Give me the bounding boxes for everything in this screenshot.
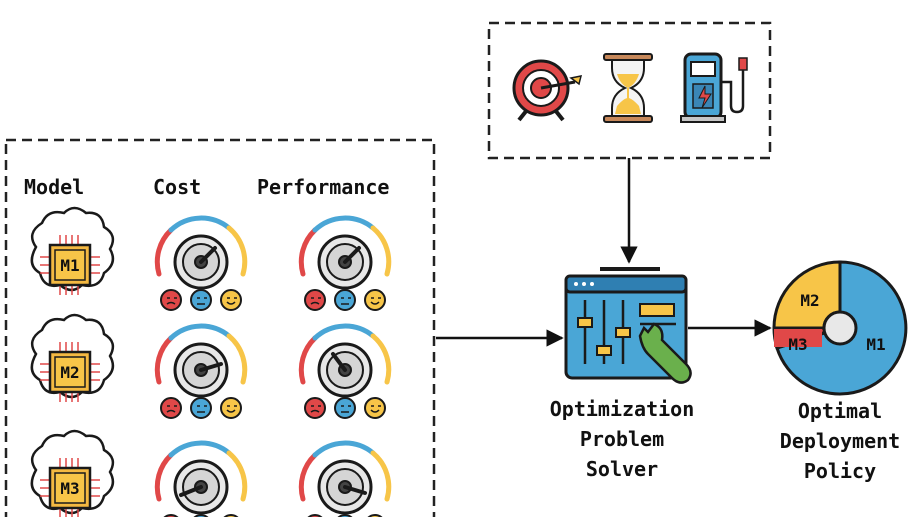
model-chip-label: M2 bbox=[60, 363, 79, 382]
solver-label-line3: Solver bbox=[586, 457, 658, 481]
policy-label-line2: Deployment bbox=[780, 429, 900, 453]
pie-slice-m2 bbox=[772, 260, 842, 330]
solver-label-line1: Optimization bbox=[550, 397, 695, 421]
cost-gauge-m2 bbox=[157, 326, 244, 418]
gauge-needle bbox=[331, 352, 347, 372]
performance-gauge-m2 bbox=[301, 326, 388, 418]
cost-column-header: Cost bbox=[153, 175, 201, 199]
gauge-needle bbox=[343, 485, 367, 495]
deployment-policy-pie: M2 M3 M1 bbox=[772, 260, 908, 396]
model-chip-label: M1 bbox=[60, 256, 79, 275]
target-icon bbox=[512, 59, 583, 122]
model-chip-m3: M3 bbox=[30, 429, 115, 517]
model-column-header: Model bbox=[24, 175, 84, 199]
pie-label-m1: M1 bbox=[866, 335, 885, 354]
gauge-needle bbox=[179, 485, 203, 497]
model-chip-m1: M1 bbox=[30, 206, 115, 297]
gauge-needle bbox=[199, 362, 223, 372]
solver-icon bbox=[564, 267, 692, 384]
model-chip-label: M3 bbox=[60, 479, 79, 498]
model-panel bbox=[4, 138, 436, 517]
performance-gauge-m3 bbox=[301, 443, 388, 517]
pie-label-m2: M2 bbox=[800, 291, 819, 310]
gauge-needle bbox=[199, 246, 217, 264]
model-chip-m2: M2 bbox=[30, 313, 115, 404]
gauge-needle bbox=[343, 246, 361, 264]
performance-gauge-m1 bbox=[301, 218, 388, 310]
hourglass-icon bbox=[603, 53, 653, 123]
performance-column-header: Performance bbox=[257, 175, 389, 199]
pie-label-m3: M3 bbox=[788, 335, 807, 354]
charging-station-icon bbox=[680, 52, 748, 123]
solver-label-line2: Problem bbox=[580, 427, 664, 451]
policy-label-line3: Policy bbox=[804, 459, 876, 483]
cost-gauge-m3 bbox=[157, 443, 244, 517]
cost-gauge-m1 bbox=[157, 218, 244, 310]
policy-label-line1: Optimal bbox=[798, 399, 882, 423]
